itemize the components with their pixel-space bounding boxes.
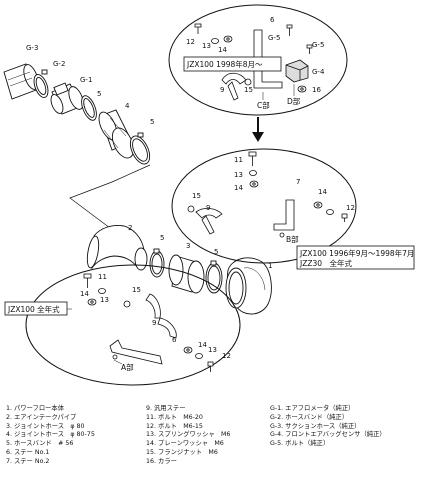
legend-item: G-2. ホースバンド（純正） xyxy=(270,413,349,421)
section-label-c: C部 xyxy=(257,100,270,110)
callout-1: 1 xyxy=(268,262,272,270)
legend-item: 5. ホースバンド # 56 xyxy=(6,440,74,448)
legend-column-1: 1. パワーフロー本体 2. エアインテークパイプ 3. ジョイントホース φ … xyxy=(6,405,95,467)
callout-5c: 5 xyxy=(160,234,164,242)
callout-g3: G-3 xyxy=(26,44,38,52)
legend-item: 1. パワーフロー本体 xyxy=(6,405,65,412)
callout-4: 4 xyxy=(125,102,130,110)
bottom-hardware xyxy=(83,273,214,372)
callout-5a: 5 xyxy=(97,90,101,98)
legend-item: 4. ジョイントホース φ 80-75 xyxy=(6,431,95,439)
legend-item: 15. フランジナット M6 xyxy=(146,448,218,456)
legend-item: 9. 汎用ステー xyxy=(146,405,186,412)
section-label-b: B部 xyxy=(286,234,299,244)
flow-arrow xyxy=(252,117,264,142)
bottom-callout-11: 11 xyxy=(98,273,107,281)
legend-column-3: G-1. エアフロメータ（純正） G-2. ホースバンド（純正） G-3. サク… xyxy=(270,405,386,449)
bottom-callout-14a: 14 xyxy=(80,290,89,298)
joint-hose-3 xyxy=(168,254,205,294)
hose-band-5d xyxy=(205,260,223,294)
legend-item: G-1. エアフロメータ（純正） xyxy=(270,405,355,412)
legend-item: 12. ボルト M6-15 xyxy=(146,422,203,430)
callout-g1: G-1 xyxy=(80,76,92,84)
callout-g2: G-2 xyxy=(53,60,65,68)
callout-5b: 5 xyxy=(150,118,154,126)
top-callout-6: 6 xyxy=(270,16,275,24)
top-leaders xyxy=(262,84,295,100)
legend-column-2: 9. 汎用ステー 11. ボルト M6-20 12. ボルト M6-15 13.… xyxy=(146,405,230,467)
parts-exploded-diagram: JZX100 1998年8月～ JZX100 1996年9月～1998年7月 J… xyxy=(3,4,415,386)
variant-label-middle-1: JZX100 1996年9月～1998年7月 xyxy=(299,248,414,258)
hose-band-5a xyxy=(81,95,97,121)
hose-band-5c xyxy=(149,248,165,278)
mid-callout-11: 11 xyxy=(234,156,243,164)
top-callout-12: 12 xyxy=(186,38,195,46)
legend-item: G-4. フロントエアバッグセンサ（純正） xyxy=(270,431,386,439)
legend-item: 6. ステー No.1 xyxy=(6,448,50,456)
joint-hose-4 xyxy=(98,109,135,159)
bottom-callout-6: 6 xyxy=(172,336,177,344)
mid-callout-15: 15 xyxy=(192,192,201,200)
bottom-callout-12: 12 xyxy=(222,352,231,360)
top-callout-14: 14 xyxy=(218,46,227,54)
variant-box-top xyxy=(183,56,282,72)
legend-item: G-5. ボルト（純正） xyxy=(270,440,330,448)
top-callout-g5a: G-5 xyxy=(268,34,280,42)
top-callout-g4: G-4 xyxy=(312,68,325,76)
bottom-callout-13: 13 xyxy=(100,296,109,304)
top-callout-g5b: G-5 xyxy=(312,41,324,49)
mid-callout-14b: 14 xyxy=(318,188,327,196)
hose-band-5b xyxy=(129,132,151,165)
callout-2: 2 xyxy=(128,224,132,232)
detail-ellipse-middle xyxy=(171,148,357,264)
section-label-a: A部 xyxy=(121,362,134,372)
middle-hardware xyxy=(187,151,348,238)
bottom-callout-14b: 14 xyxy=(198,341,207,349)
detail-ellipse-bottom xyxy=(25,264,241,386)
bottom-callout-13b: 13 xyxy=(208,346,217,354)
leader-line-main xyxy=(69,164,151,229)
variant-label-bottom: JZX100 全年式 xyxy=(7,304,60,314)
air-intake-pipe-2 xyxy=(86,225,148,271)
callout-3: 3 xyxy=(186,242,190,250)
hose-band-g2 xyxy=(33,69,49,98)
variant-box-middle xyxy=(296,245,415,270)
variant-box-bottom xyxy=(4,301,68,316)
callout-5d: 5 xyxy=(214,248,218,256)
top-callout-9: 9 xyxy=(220,86,224,94)
power-flow-body-1 xyxy=(225,257,272,315)
top-callout-16: 16 xyxy=(312,86,321,94)
variant-label-top: JZX100 1998年8月～ xyxy=(186,59,263,69)
top-callout-15: 15 xyxy=(244,86,253,94)
variant-label-middle-2: JZZ30 全年式 xyxy=(299,258,353,268)
legend-item: 2. エアインテークパイプ xyxy=(6,413,77,421)
legend-item: 11. ボルト M6-20 xyxy=(146,413,203,421)
detail-ellipse-top xyxy=(168,4,348,116)
mid-callout-7: 7 xyxy=(296,178,300,186)
parts-legend: 1. パワーフロー本体 2. エアインテークパイプ 3. ジョイントホース φ … xyxy=(6,405,418,497)
legend-item: G-3. サクションホース（純正） xyxy=(270,422,361,430)
mid-callout-9: 9 xyxy=(206,204,210,212)
top-callout-13: 13 xyxy=(202,42,211,50)
legend-item: 3. ジョイントホース φ 80 xyxy=(6,422,85,430)
mid-callout-12: 12 xyxy=(346,204,355,212)
air-flow-meter-g1 xyxy=(50,82,84,115)
bottom-callout-9: 9 xyxy=(152,319,156,327)
top-hardware xyxy=(194,23,313,101)
legend-item: 14. プレーンワッシャ M6 xyxy=(146,440,224,448)
mid-callout-13: 13 xyxy=(234,171,243,179)
mid-callout-14a: 14 xyxy=(234,184,243,192)
section-label-d: D部 xyxy=(287,96,301,106)
legend-item: 13. スプリングワッシャ M6 xyxy=(146,431,231,439)
bottom-callout-15: 15 xyxy=(132,286,141,294)
legend-item: 7. ステー No.2 xyxy=(6,457,50,465)
legend-item: 16. カラー xyxy=(146,457,177,465)
